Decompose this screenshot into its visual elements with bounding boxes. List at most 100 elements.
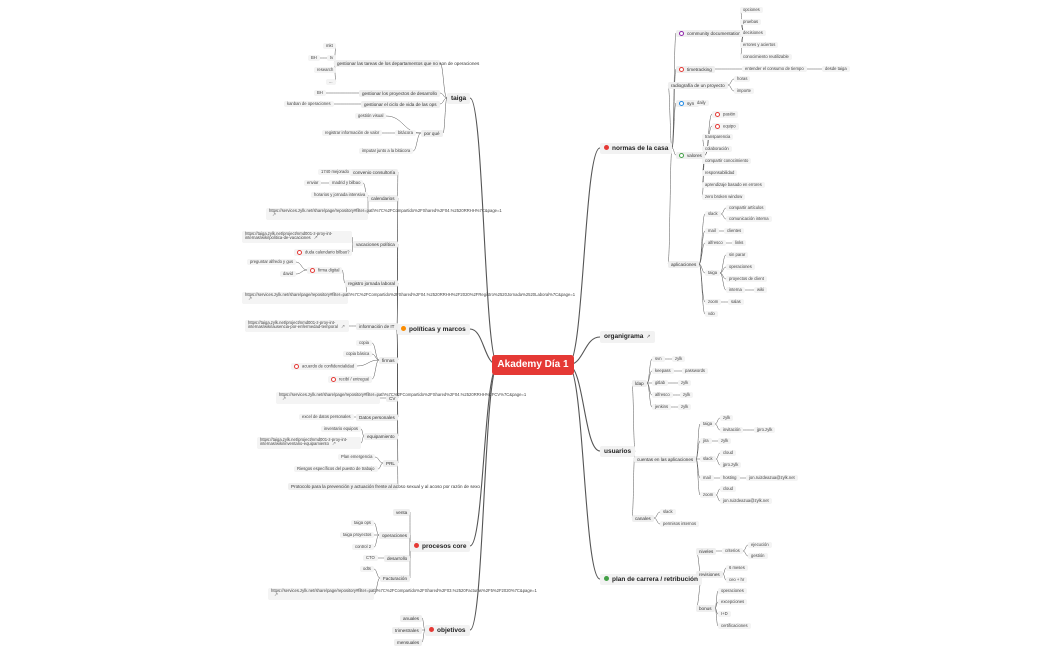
subtopic-node[interactable]: entender el consumo de tiempo xyxy=(742,65,807,73)
subtopic-node[interactable]: mensuales xyxy=(394,638,423,646)
subtopic-node[interactable]: jon.ruizdeazua@zylk.net xyxy=(720,497,772,505)
branch-topic[interactable]: procesos core xyxy=(410,540,471,552)
subtopic-node[interactable]: invitación xyxy=(720,426,744,434)
subtopic-node[interactable]: gitlab xyxy=(652,379,669,387)
subtopic-node[interactable]: zylk xyxy=(678,379,692,387)
subtopic-node[interactable]: cloud xyxy=(720,485,737,493)
subtopic-node[interactable]: excepciones xyxy=(718,598,748,606)
subtopic-node[interactable]: operaciones xyxy=(718,587,747,595)
branch-topic[interactable]: organigrama↗ xyxy=(600,331,655,343)
subtopic-node[interactable]: responsabilidad xyxy=(702,169,738,177)
subtopic-node[interactable]: mkt xyxy=(323,42,336,50)
subtopic-node[interactable]: timetracking xyxy=(676,65,715,73)
subtopic-node[interactable]: Riesgos específicos del puesto de trabaj… xyxy=(294,465,378,473)
subtopic-node[interactable]: CV xyxy=(386,394,399,402)
link-icon[interactable]: ↗ xyxy=(274,592,279,599)
root-topic[interactable]: Akademy Día 1 xyxy=(492,355,574,375)
subtopic-node[interactable]: taiga xyxy=(705,269,721,277)
subtopic-node[interactable]: copia xyxy=(356,339,373,347)
subtopic-node[interactable]: https://taiga.zylk.net/project/nmd001-z-… xyxy=(245,319,349,333)
subtopic-node[interactable]: https://taiga.zylk.net/project/nmd001-z-… xyxy=(257,436,361,450)
subtopic-node[interactable]: vdo xyxy=(705,310,718,318)
subtopic-node[interactable]: alfresco xyxy=(705,239,726,247)
subtopic-node[interactable]: información de IT xyxy=(356,322,398,330)
subtopic-node[interactable]: importe xyxy=(734,87,754,95)
subtopic-node[interactable]: https://services.zylk.net/share/page/rep… xyxy=(268,587,537,601)
subtopic-node[interactable]: research xyxy=(314,66,337,74)
subtopic-node[interactable]: preguntar alfredo y gus xyxy=(247,258,297,266)
subtopic-node[interactable]: zylk xyxy=(720,414,734,422)
subtopic-node[interactable]: inventario equipos xyxy=(321,425,361,433)
subtopic-node[interactable]: firma digital xyxy=(307,266,343,274)
subtopic-node[interactable]: 6 meses xyxy=(726,564,748,572)
subtopic-node[interactable]: https://services.zylk.net/share/page/rep… xyxy=(266,207,502,221)
branch-topic[interactable]: usuarios xyxy=(600,445,636,457)
subtopic-node[interactable]: zylk xyxy=(678,403,692,411)
branch-topic[interactable]: políticas y marcos xyxy=(397,323,470,335)
subtopic-node[interactable]: cuentas en las aplicaciones xyxy=(634,455,697,463)
subtopic-node[interactable]: bonus xyxy=(696,604,715,612)
link-icon[interactable]: ↗ xyxy=(646,334,651,340)
subtopic-node[interactable]: clientes xyxy=(724,227,745,235)
subtopic-node[interactable]: https://services.zylk.net/share/page/rep… xyxy=(276,391,526,405)
subtopic-node[interactable]: aprendizaje basado en errores xyxy=(702,181,765,189)
subtopic-node[interactable]: I+D xyxy=(718,610,731,618)
subtopic-node[interactable]: horarios y jornada intensiva xyxy=(311,191,369,199)
subtopic-node[interactable]: gestión visual xyxy=(355,112,387,120)
subtopic-node[interactable]: gestionar el ciclo de vida de las ops xyxy=(361,100,440,108)
link-icon[interactable]: ↗ xyxy=(272,212,277,219)
subtopic-node[interactable]: operaciones xyxy=(379,531,411,539)
subtopic-node[interactable]: vacaciones política xyxy=(353,240,398,248)
subtopic-node[interactable]: calendarios xyxy=(368,194,398,202)
subtopic-node[interactable]: jenkins xyxy=(652,403,672,411)
subtopic-node[interactable]: revisiones xyxy=(696,570,723,578)
subtopic-node[interactable]: anuales xyxy=(400,614,423,622)
subtopic-node[interactable]: aplicaciones xyxy=(668,260,700,268)
subtopic-node[interactable]: david xyxy=(280,270,297,278)
link-icon[interactable]: ↗ xyxy=(313,235,318,242)
subtopic-node[interactable]: odts xyxy=(360,565,374,573)
subtopic-node[interactable]: 1740 mejorado xyxy=(318,168,352,176)
subtopic-node[interactable]: compartir conocimiento xyxy=(702,157,752,165)
branch-topic[interactable]: plan de carrera / retribución xyxy=(600,573,702,585)
subtopic-node[interactable]: Plan emergencia xyxy=(338,453,376,461)
subtopic-node[interactable]: Facturación xyxy=(380,574,411,582)
subtopic-node[interactable]: alfresco xyxy=(652,391,673,399)
subtopic-node[interactable]: Protocolo para la prevención y actuación… xyxy=(288,482,480,490)
subtopic-node[interactable]: madrid y bilbao xyxy=(329,179,364,187)
subtopic-node[interactable]: BH xyxy=(314,89,326,97)
subtopic-node[interactable]: jon.ruizdeazua@zylk.net xyxy=(746,474,798,482)
subtopic-node[interactable]: salas xyxy=(728,298,744,306)
subtopic-node[interactable]: https://taiga.zylk.net/project/nmd001-z-… xyxy=(242,230,352,244)
subtopic-node[interactable]: gestionar las tareas de los departamento… xyxy=(334,59,479,67)
subtopic-node[interactable]: taiga xyxy=(700,420,716,428)
subtopic-node[interactable]: taiga proyectos xyxy=(340,531,375,539)
link-icon[interactable]: ↗ xyxy=(340,324,346,331)
subtopic-node[interactable]: sync xyxy=(676,99,700,107)
subtopic-node[interactable]: opciones xyxy=(740,6,763,14)
subtopic-node[interactable]: niveles xyxy=(696,547,717,555)
subtopic-node[interactable]: proyectos de client xyxy=(726,275,767,283)
subtopic-node[interactable]: duda calendario bilbao? xyxy=(294,248,353,256)
subtopic-node[interactable]: certificaciones xyxy=(718,622,751,630)
link-icon[interactable]: ↗ xyxy=(331,441,337,448)
subtopic-node[interactable]: acuerdo de confidencialidad xyxy=(291,362,358,370)
subtopic-node[interactable]: colaboración xyxy=(702,145,732,153)
subtopic-node[interactable]: gestionar los proyectos de desarrollo xyxy=(359,89,441,97)
subtopic-node[interactable]: bitácora xyxy=(395,129,416,137)
link-icon[interactable]: ↗ xyxy=(282,396,287,403)
subtopic-node[interactable]: hosting xyxy=(720,474,740,482)
subtopic-node[interactable]: trimestrales xyxy=(392,626,422,634)
subtopic-node[interactable]: passwords xyxy=(682,367,709,375)
subtopic-node[interactable]: desarrollo xyxy=(384,554,411,562)
subtopic-node[interactable]: CTO xyxy=(363,554,378,562)
subtopic-node[interactable]: kanban de operaciones xyxy=(284,100,334,108)
subtopic-node[interactable]: zylk xyxy=(718,437,732,445)
subtopic-node[interactable]: community documentation xyxy=(676,29,744,37)
subtopic-node[interactable]: horas xyxy=(734,75,751,83)
branch-topic[interactable]: objetivos xyxy=(425,624,470,636)
subtopic-node[interactable]: registrar información de valor xyxy=(322,129,383,137)
subtopic-node[interactable]: slack xyxy=(700,455,716,463)
subtopic-node[interactable]: compartir artículos xyxy=(726,204,767,212)
subtopic-node[interactable]: zoom xyxy=(705,298,722,306)
